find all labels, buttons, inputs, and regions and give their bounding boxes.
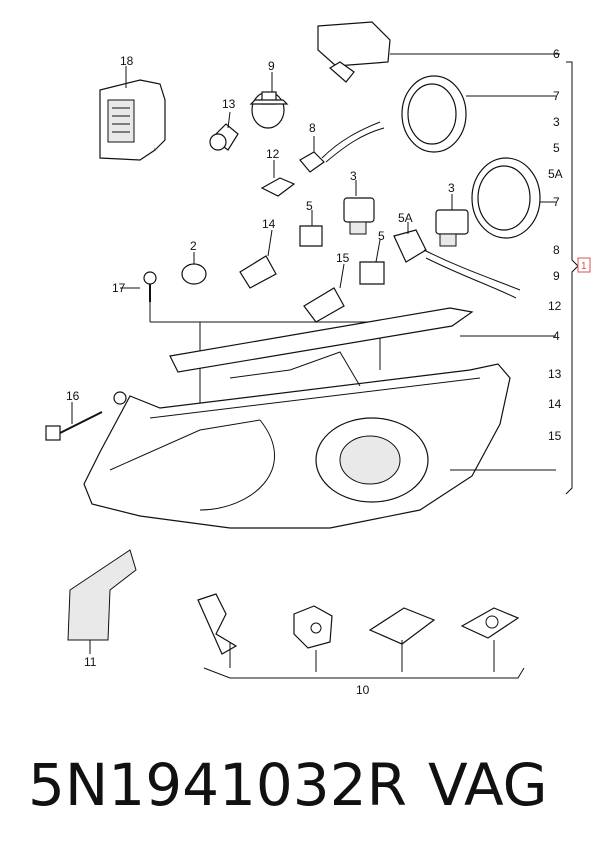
part-18-connector [99,66,166,161]
callout-17: 17 [112,281,126,295]
right-label-6: 6 [553,47,560,61]
part-5-socket-left [299,210,323,247]
callout-16: 16 [66,389,80,403]
part-9-bulb [249,72,289,129]
part-13-bulb [209,111,239,151]
right-label-9: 9 [553,269,560,283]
part-7-ring-lower [471,157,556,239]
right-label-4: 4 [553,329,560,343]
headlight-housing [83,351,556,529]
right-label-3: 3 [553,115,560,129]
part-5-socket-right [359,239,385,285]
brand-label: VAG [428,751,548,819]
part-5A-connector [393,222,521,299]
right-group-bracket [565,61,579,495]
right-label-5A: 5A [548,167,563,181]
part-3-bulb-right [435,194,469,247]
part-12-bulb [260,160,296,197]
right-label-14: 14 [548,397,562,411]
callout-18: 18 [120,54,134,68]
callout-12: 12 [266,147,280,161]
right-label-7b: 7 [553,195,560,209]
part-2-cap [181,252,207,285]
exploded-parts-diagram: 18 9 13 8 12 [45,21,591,697]
callout-13: 13 [222,97,236,111]
callout-1: 1 [581,261,587,272]
callout-5-left: 5 [306,199,313,213]
right-label-13: 13 [548,367,562,381]
callout-3-left: 3 [350,169,357,183]
callout-2: 2 [190,239,197,253]
callout-15: 15 [336,251,350,265]
right-label-8: 8 [553,243,560,257]
part-8-bulb-socket [299,121,385,173]
callout-3-right: 3 [448,181,455,195]
part-1-marker: 1 [577,257,591,273]
callout-14: 14 [262,217,276,231]
part-7-ring-upper [401,75,556,153]
right-label-15: 15 [548,429,562,443]
part-3-bulb-left [343,180,375,235]
right-label-5: 5 [553,141,560,155]
part-16-bolt [45,391,127,441]
right-label-12: 12 [548,299,562,313]
part-6-actuator [317,21,560,83]
part-11-lens-panel [67,549,137,654]
part-15-bulb [303,263,345,323]
callout-9: 9 [268,59,275,73]
right-label-7: 7 [553,89,560,103]
callout-8: 8 [309,121,316,135]
part-10-bracket-set [197,593,525,679]
part-number-footer: 5N1941032R VAG [0,740,600,830]
callout-5A: 5A [398,211,413,225]
callout-11: 11 [84,655,97,669]
callout-10: 10 [356,683,370,697]
part-14-bulb [239,229,277,289]
callout-5-right: 5 [378,229,385,243]
part-number: 5N1941032R [28,751,407,819]
part-4-trim-strip [169,307,556,373]
